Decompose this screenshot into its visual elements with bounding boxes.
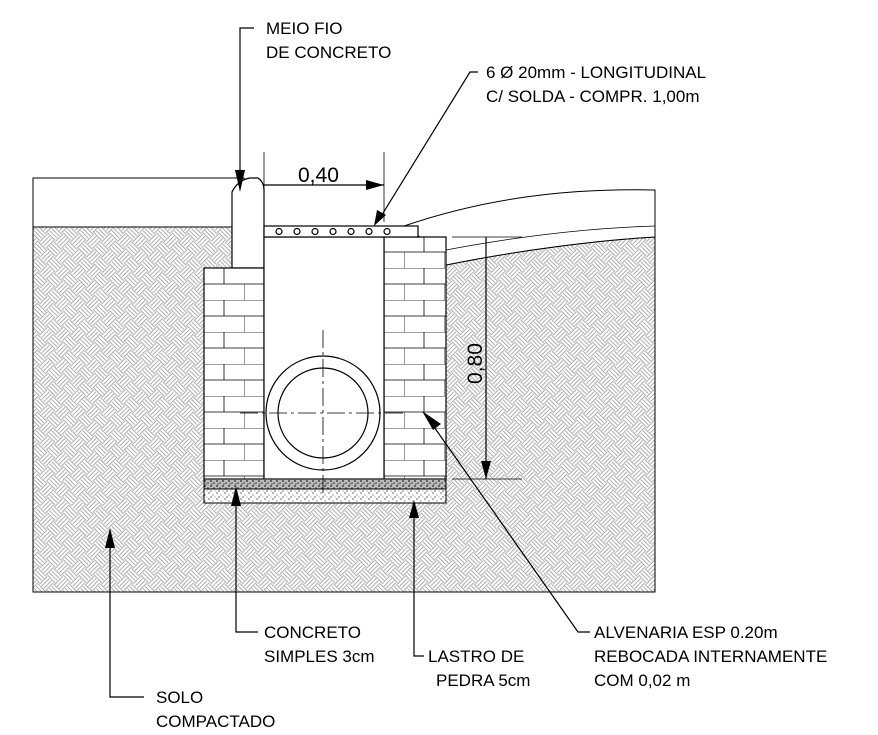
- label-solo-1: SOLO: [156, 688, 203, 707]
- label-lastro-1: LASTRO DE: [428, 647, 524, 666]
- brick-wall-right: [383, 236, 447, 480]
- dimension-depth-label: 0,80: [464, 343, 487, 384]
- brick-wall-left: [203, 267, 265, 480]
- rebar-circles: [275, 227, 391, 236]
- pavement-left: [32, 177, 245, 228]
- label-alvenaria-1: ALVENARIA ESP 0.20m: [594, 623, 778, 642]
- stone-ballast: [203, 488, 447, 504]
- label-meio-fio-1: MEIO FIO: [266, 19, 343, 38]
- dimension-width: 0,40: [263, 152, 385, 222]
- label-solo-2: COMPACTADO: [156, 712, 275, 731]
- label-barras-2: C/ SOLDA - COMPR. 1,00m: [486, 87, 700, 106]
- label-concreto-1: CONCRETO: [264, 623, 361, 642]
- label-lastro-2: PEDRA 5cm: [436, 671, 530, 690]
- grate-frame: [263, 225, 419, 238]
- label-barras-1: 6 Ø 20mm - LONGITUDINAL: [486, 63, 706, 82]
- label-meio-fio-2: DE CONCRETO: [266, 43, 391, 62]
- dimension-width-label: 0,40: [298, 164, 339, 187]
- label-alvenaria-2: REBOCADA INTERNAMENTE: [594, 647, 827, 666]
- label-concreto-2: SIMPLES 3cm: [264, 647, 375, 666]
- concrete-slab: [203, 478, 447, 490]
- label-alvenaria-3: COM 0,02 m: [594, 671, 690, 690]
- dimension-depth: 0,80: [452, 236, 522, 480]
- concrete-curb: [231, 177, 265, 269]
